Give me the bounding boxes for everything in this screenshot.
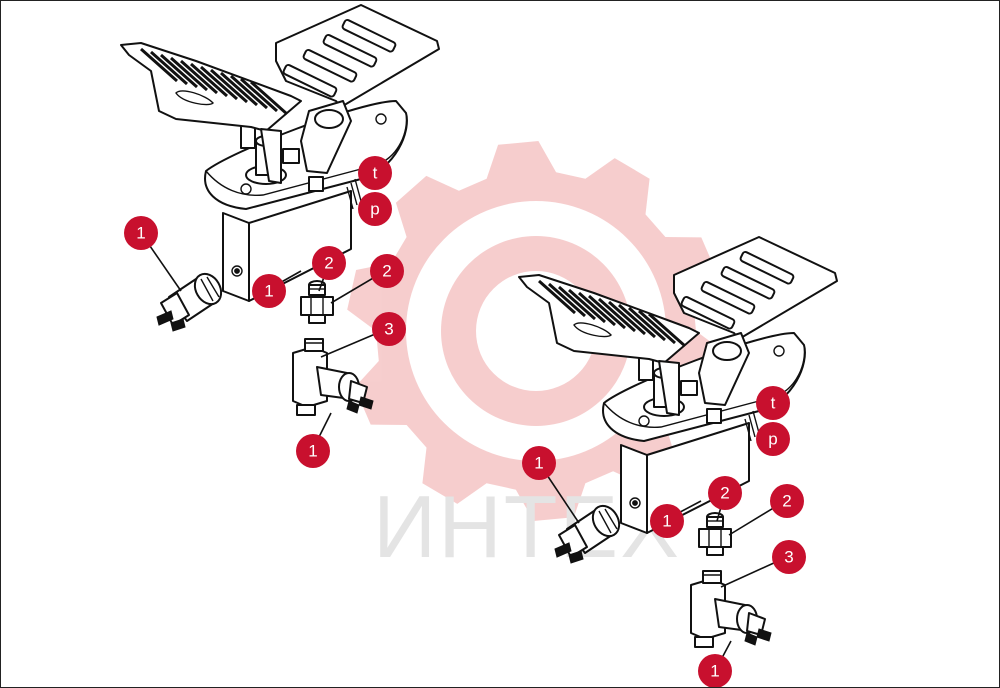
right-callouts: 1 1 2 2 3 1 t p <box>522 386 806 687</box>
tread-line <box>568 288 606 324</box>
callout-marker: 3 <box>372 312 406 346</box>
tread-line <box>638 309 676 345</box>
callout-label: t <box>771 394 776 413</box>
callout-marker: 1 <box>296 434 330 468</box>
gear-logo-icon <box>347 141 725 521</box>
tread-line <box>538 279 576 315</box>
tread-line <box>170 56 208 92</box>
tread-line <box>180 59 218 95</box>
tee-fitting-part-3 <box>690 570 772 648</box>
callout-marker: 3 <box>772 540 806 574</box>
callout-label: 1 <box>136 224 145 243</box>
tread-line <box>588 294 626 330</box>
tread-line <box>190 62 228 98</box>
callout-label: 1 <box>308 442 317 461</box>
callout-marker: t <box>756 386 790 420</box>
callout-label: t <box>373 164 378 183</box>
tread-line <box>220 71 258 107</box>
tread-line <box>200 65 238 101</box>
callout-label: 1 <box>710 662 719 681</box>
callout-marker: 1 <box>698 654 732 687</box>
tread-line <box>230 74 268 110</box>
pedal-tread-grip <box>538 279 686 348</box>
tread-line <box>210 68 248 104</box>
tread-line <box>558 285 596 321</box>
callout-marker: 1 <box>124 216 158 250</box>
pressure-switch-part-1 <box>156 272 223 332</box>
tread-line <box>250 80 288 116</box>
tread-line <box>240 77 278 113</box>
tread-line <box>608 300 646 336</box>
tee-fitting-part-3 <box>292 338 374 416</box>
callout-label: 3 <box>384 320 393 339</box>
callout-label: 2 <box>720 484 729 503</box>
callout-marker: p <box>358 192 392 226</box>
callout-marker: 2 <box>708 476 742 510</box>
tread-line <box>160 53 198 89</box>
tread-line <box>578 291 616 327</box>
pressure-switch-part-1 <box>554 504 621 564</box>
tread-line <box>648 312 686 348</box>
adapter-fitting-part-2 <box>698 512 732 556</box>
left-pedal-assembly <box>120 4 440 416</box>
tread-line <box>618 303 656 339</box>
callout-marker: 2 <box>312 246 346 280</box>
tread-line <box>598 297 636 333</box>
callout-marker: 1 <box>252 274 286 308</box>
callout-marker: 2 <box>370 254 404 288</box>
callout-label: 3 <box>784 548 793 567</box>
callout-marker: p <box>756 422 790 456</box>
callout-label: p <box>370 200 379 219</box>
tread-line <box>140 47 178 83</box>
callout-marker: 2 <box>770 484 804 518</box>
callout-marker: 1 <box>522 446 556 480</box>
callout-label: 1 <box>662 512 671 531</box>
adapter-fitting-part-2 <box>300 280 334 324</box>
callout-marker: t <box>358 156 392 190</box>
callout-label: 2 <box>324 254 333 273</box>
callout-label: 2 <box>782 492 791 511</box>
pedal-tread-grip <box>140 47 288 116</box>
pedal-slot-group <box>282 19 397 98</box>
tread-line <box>150 50 188 86</box>
callout-marker: 1 <box>650 504 684 538</box>
callout-label: 1 <box>264 282 273 301</box>
pedal-slot-group <box>680 251 795 330</box>
intex-watermark-logo: ИНТЕХ <box>347 141 725 576</box>
right-pedal-assembly <box>518 236 838 648</box>
left-callouts: 1 1 2 2 3 1 t p <box>124 156 406 468</box>
callout-label: 1 <box>534 454 543 473</box>
tread-line <box>628 306 666 342</box>
callout-label: 2 <box>382 262 391 281</box>
callout-label: p <box>768 430 777 449</box>
gear-hub <box>508 303 564 359</box>
tread-line <box>548 282 586 318</box>
